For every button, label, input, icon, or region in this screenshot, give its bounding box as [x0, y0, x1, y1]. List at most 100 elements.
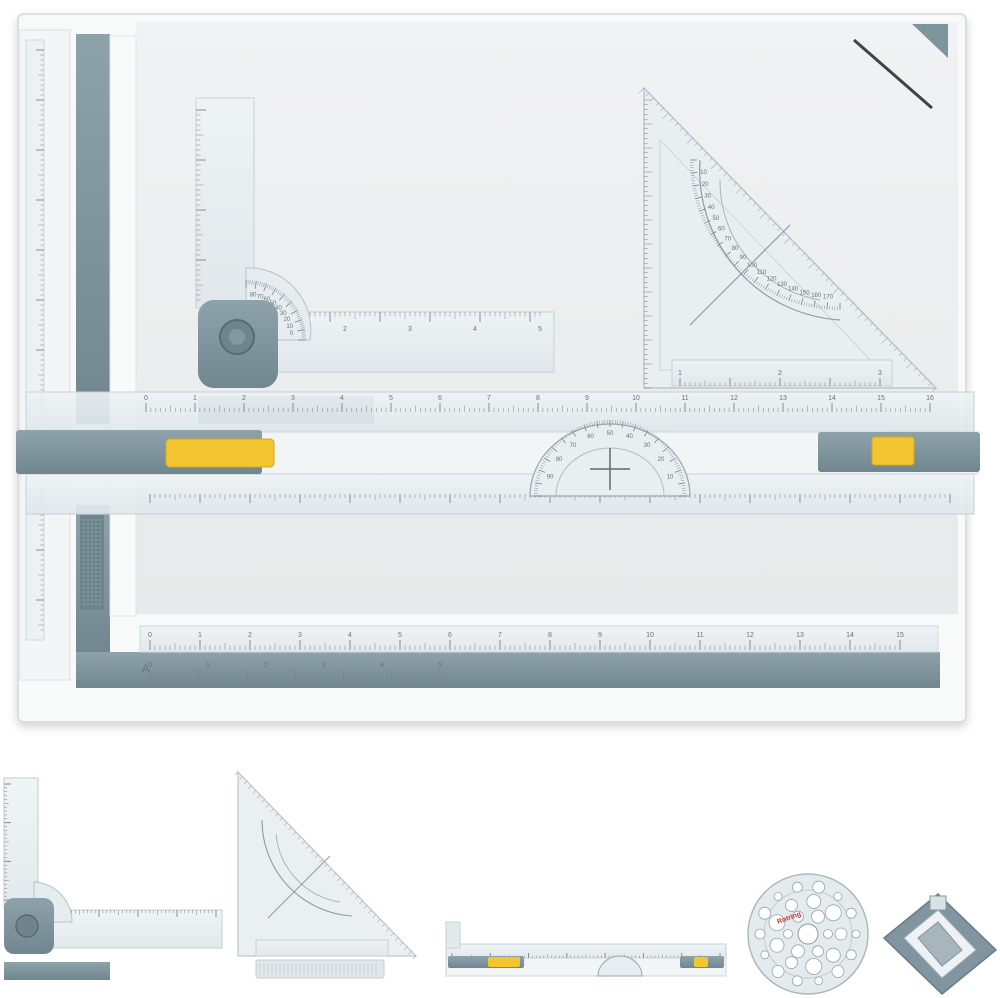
arc-tick	[715, 241, 719, 245]
arc-tick	[574, 428, 577, 433]
tick-mark	[257, 794, 261, 799]
tick-mark	[279, 817, 283, 822]
arc-tick	[300, 325, 305, 327]
arc-tick	[788, 294, 792, 302]
arc-tick	[663, 444, 667, 448]
arc-label: 70	[724, 237, 731, 243]
tick-label: 3	[322, 662, 326, 669]
grip-dot	[87, 539, 89, 541]
arc-label: 150	[800, 290, 811, 296]
tick-mark	[855, 307, 859, 311]
arc-tick	[718, 245, 722, 249]
arc-tick	[743, 269, 749, 276]
accessory-set-square	[234, 770, 418, 979]
tick-mark	[403, 946, 408, 950]
arc-tick	[578, 426, 581, 430]
grip-dot	[87, 527, 89, 529]
tick-mark	[239, 776, 243, 780]
arc-tick	[666, 449, 671, 452]
arc-tick	[652, 434, 655, 438]
arc-label: 70	[570, 443, 577, 449]
arc-tick	[576, 427, 579, 431]
tick-mark	[662, 112, 669, 119]
arc-tick	[693, 192, 698, 194]
arc-tick	[721, 250, 725, 253]
arc-tick	[747, 275, 750, 279]
arc-tick	[808, 303, 810, 307]
arc-tick	[257, 281, 259, 286]
accessory-angle-arm-vertical	[3, 777, 39, 909]
arc-tick	[291, 304, 295, 308]
grip-dot	[87, 599, 89, 601]
arc-tick	[300, 327, 305, 329]
tick-mark	[874, 327, 878, 331]
arc-tick	[295, 311, 300, 314]
arc-tick	[271, 287, 277, 296]
tick-mark	[699, 147, 703, 151]
tick-label: 4	[380, 662, 384, 669]
stencil-hole	[791, 881, 803, 893]
arc-tick	[705, 224, 709, 226]
tick-mark	[359, 900, 363, 904]
arc-tick	[758, 282, 761, 286]
arc-tick	[263, 282, 265, 287]
grip-dot	[99, 539, 101, 541]
arc-label: 160	[811, 293, 822, 299]
grip-dot	[87, 583, 89, 585]
tick-mark	[381, 923, 386, 927]
arc-tick	[297, 317, 302, 320]
arc-tick	[716, 241, 724, 247]
arc-tick	[680, 479, 685, 482]
tick-mark	[808, 262, 815, 269]
grip-dot	[95, 519, 97, 521]
grip-dot	[83, 551, 85, 553]
arc-tick	[769, 289, 772, 293]
arc-tick	[690, 172, 698, 174]
tick-label: 2	[264, 662, 268, 669]
arc-tick	[669, 457, 677, 462]
tick-label: 2	[242, 395, 246, 402]
angle-lock-knob-center	[229, 329, 245, 345]
stencil-hole	[845, 907, 857, 919]
arc-tick	[536, 477, 540, 479]
tick-mark	[319, 859, 323, 863]
stencil-hole	[812, 880, 826, 894]
arc-tick	[555, 443, 559, 446]
arc-tick	[811, 303, 813, 308]
tick-mark	[248, 785, 252, 789]
stencil-hole	[754, 928, 766, 940]
stencil-hole	[785, 956, 798, 969]
tick-mark	[270, 808, 274, 812]
rail-grip-texture	[83, 519, 101, 605]
arc-tick	[692, 187, 697, 189]
arc-label: 30	[644, 443, 651, 449]
arc-tick	[636, 425, 639, 429]
grip-dot	[87, 575, 89, 577]
stencil-hole	[768, 914, 786, 932]
arc-tick	[677, 482, 685, 485]
grip-dot	[83, 555, 85, 557]
arc-tick	[286, 298, 290, 302]
tick-label: 3	[291, 395, 295, 402]
arc-tick	[591, 422, 593, 426]
tick-mark	[796, 247, 800, 251]
stencil-hole	[834, 927, 848, 941]
arc-tick	[676, 464, 680, 467]
grip-dot	[99, 571, 101, 573]
arc-label: 30	[280, 311, 287, 317]
arc-tick	[702, 219, 707, 222]
arc-tick	[693, 190, 697, 192]
tick-mark	[368, 909, 372, 914]
arc-tick	[535, 482, 543, 485]
arc-tick	[549, 449, 554, 452]
accessory-round-protractor	[597, 955, 643, 977]
arc-tick	[728, 257, 732, 261]
tick-mark	[894, 347, 898, 351]
grip-dot	[87, 543, 89, 545]
arc-tick	[673, 460, 678, 463]
grip-dot	[99, 559, 101, 561]
arc-tick	[714, 239, 718, 242]
grip-dot	[95, 527, 97, 529]
arc-tick	[621, 421, 624, 429]
